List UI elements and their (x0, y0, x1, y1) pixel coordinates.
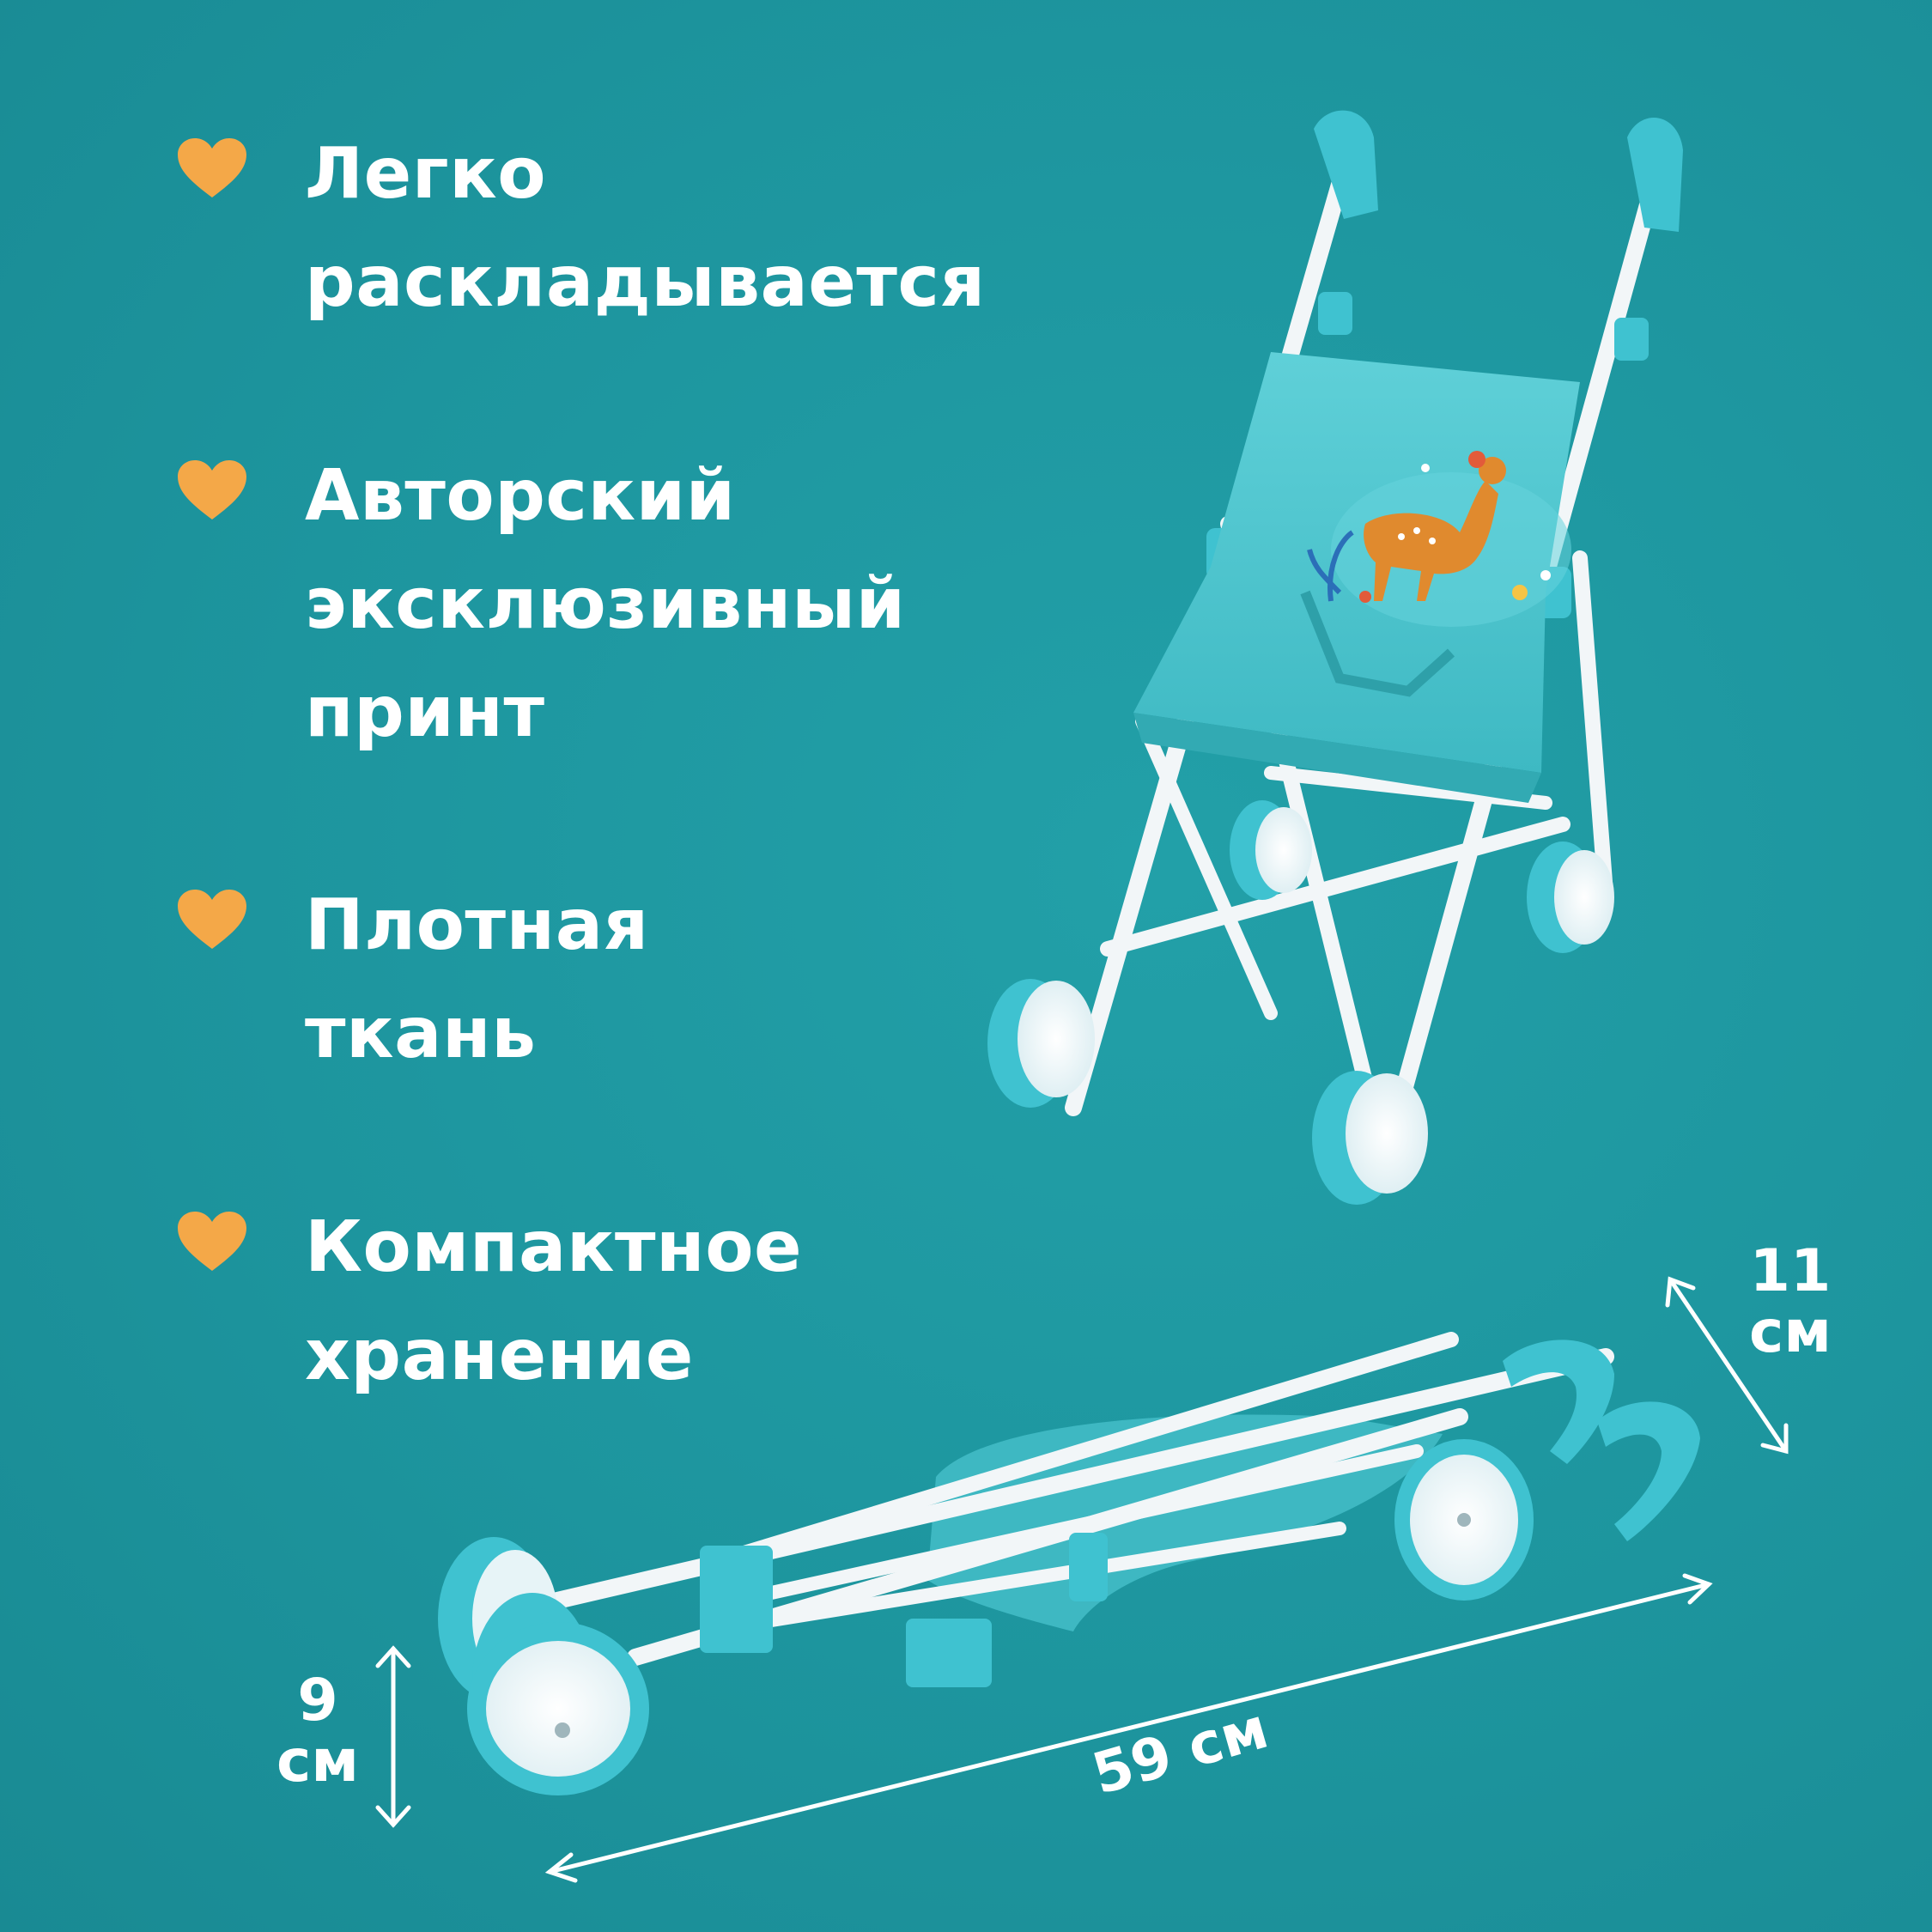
dimension-arrow-width (1665, 1276, 1789, 1455)
wheel (1394, 1439, 1534, 1601)
feature-line: Легко (305, 133, 547, 215)
dimension-value: 9 (297, 1667, 338, 1735)
feature-dense-fabric: Плотная ткань (176, 872, 649, 1088)
feature-line: раскладывается (305, 241, 986, 323)
heart-icon (178, 890, 246, 949)
dimension-unit: см (1749, 1298, 1832, 1367)
feature-easy-unfold: Легко раскладывается (176, 120, 986, 337)
feature-line: принт (305, 671, 545, 753)
dimension-value: 11 (1749, 1237, 1832, 1305)
folded-stroller (438, 1332, 1700, 1795)
feature-line: ткань (305, 993, 537, 1074)
feature-line: эксклюзивный (305, 563, 906, 645)
wheel (467, 1593, 649, 1795)
open-stroller (987, 110, 1683, 1205)
feature-text: Плотная ткань (305, 872, 649, 1088)
feature-line: Авторский (305, 455, 736, 537)
feature-line: Плотная (305, 884, 649, 966)
feature-compact-storage: Компактное хранение (176, 1194, 802, 1410)
dimension-arrow-length (544, 1573, 1713, 1883)
dimension-unit: см (276, 1728, 359, 1796)
wheel (987, 979, 1095, 1108)
dimension-label-height: 9 см (258, 1670, 378, 1793)
dimension-arrow-height (375, 1645, 411, 1828)
feature-text: Авторский эксклюзивный принт (305, 442, 906, 767)
feature-exclusive-print: Авторский эксклюзивный принт (176, 442, 906, 767)
feature-line: Компактное (305, 1206, 803, 1288)
heart-icon (178, 460, 246, 519)
heart-icon (178, 138, 246, 197)
heart-icon (178, 1212, 246, 1271)
feature-line: хранение (305, 1315, 694, 1396)
wheel (1230, 800, 1312, 900)
wheel (1312, 1071, 1428, 1205)
feature-text: Компактное хранение (305, 1194, 802, 1410)
dimension-label-width: 11 см (1735, 1241, 1846, 1364)
feature-text: Легко раскладывается (305, 120, 986, 337)
deer-print (1307, 451, 1571, 627)
wheel (1527, 841, 1614, 953)
